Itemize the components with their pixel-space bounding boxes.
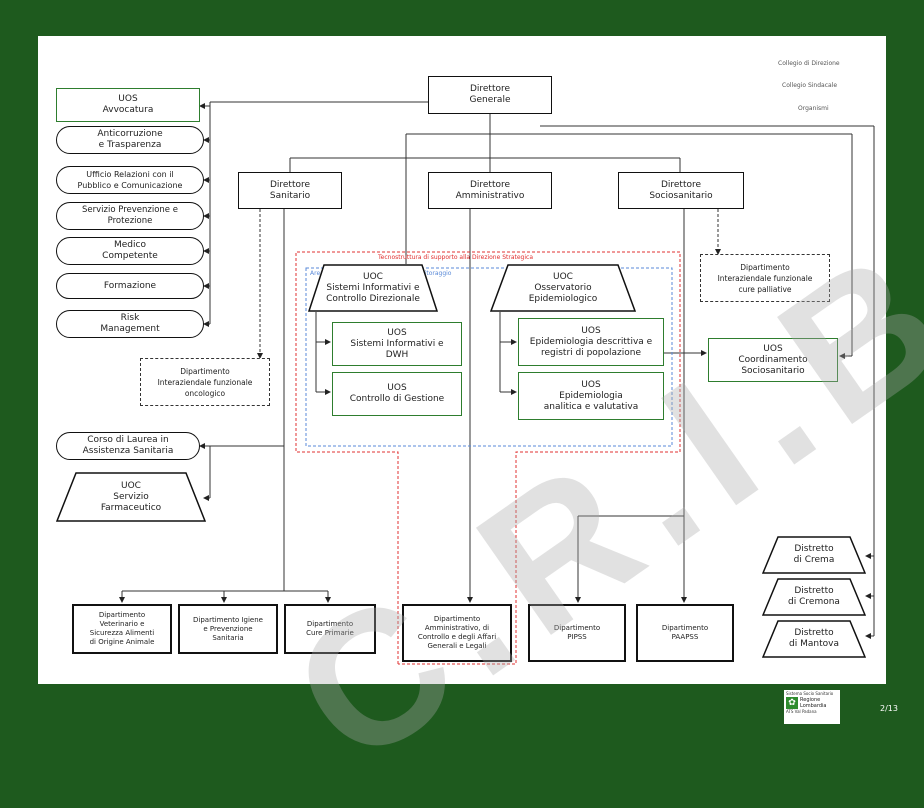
staff-medico-box: Medico Competente xyxy=(56,237,204,265)
uoc-sistemi-box: UOC Sistemi Informativi e Controllo Dire… xyxy=(308,264,438,312)
distretto-mantova-box: Distretto di Mantova xyxy=(762,620,866,658)
uos-controllo-gestione-box: UOS Controllo di Gestione xyxy=(332,372,462,416)
distretto-cremona-label: Distretto di Cremona xyxy=(788,586,840,607)
uoc-sistemi-label: UOC Sistemi Informativi e Controllo Dire… xyxy=(326,271,420,304)
dipartimento-paapss-box: Dipartimento PAAPSS xyxy=(636,604,734,662)
direttore-generale-box: Direttore Generale xyxy=(428,76,552,114)
connector-lines xyxy=(119,101,875,665)
dip-oncologico-box: Dipartimento Interaziendale funzionale o… xyxy=(140,358,270,406)
direttore-amministrativo-box: Direttore Amministrativo xyxy=(428,172,552,209)
tecnostruttura-label: Tecnostruttura di supporto alla Direzion… xyxy=(378,254,534,261)
logo-main-text: Regione Lombardia xyxy=(800,697,827,709)
direttore-sanitario-box: Direttore Sanitario xyxy=(238,172,342,209)
corso-laurea-box: Corso di Laurea in Assistenza Sanitaria xyxy=(56,432,200,460)
collegio-direzione-label: Collegio di Direzione xyxy=(778,60,840,67)
organismi-label: Organismi xyxy=(798,105,829,112)
uoc-osservatorio-box: UOC Osservatorio Epidemiologico xyxy=(490,264,636,312)
distretto-crema-label: Distretto di Crema xyxy=(793,544,835,565)
uos-epi-analitica-box: UOS Epidemiologia analitica e valutativa xyxy=(518,372,664,420)
staff-urp-box: Ufficio Relazioni con il Pubblico e Comu… xyxy=(56,166,204,194)
uoc-osservatorio-label: UOC Osservatorio Epidemiologico xyxy=(528,271,598,304)
distretto-cremona-box: Distretto di Cremona xyxy=(762,578,866,616)
org-chart-slide: Collegio di Direzione Collegio Sindacale… xyxy=(38,36,886,684)
dipartimento-igiene-box: Dipartimento Igiene e Prevenzione Sanita… xyxy=(178,604,278,654)
distretto-crema-box: Distretto di Crema xyxy=(762,536,866,574)
staff-risk-box: Risk Management xyxy=(56,310,204,338)
rose-icon: ✿ xyxy=(786,697,798,709)
regione-logo: Sistema Socio Sanitario ✿ Regione Lombar… xyxy=(784,690,840,724)
dipartimento-cure-primarie-box: Dipartimento Cure Primarie xyxy=(284,604,376,654)
dip-palliative-box: Dipartimento Interaziendale funzionale c… xyxy=(700,254,830,302)
uos-coordinamento-box: UOS Coordinamento Sociosanitario xyxy=(708,338,838,382)
uos-sistemi-dwh-box: UOS Sistemi Informativi e DWH xyxy=(332,322,462,366)
dipartimento-veterinario-box: Dipartimento Veterinario e Sicurezza Ali… xyxy=(72,604,172,654)
uoc-farmaceutico-box: UOC Servizio Farmaceutico xyxy=(56,472,206,522)
tecnostruttura-outline xyxy=(295,251,681,665)
distretto-mantova-label: Distretto di Mantova xyxy=(789,628,839,649)
collegio-sindacale-label: Collegio Sindacale xyxy=(782,82,838,89)
page-number: 2/13 xyxy=(880,704,898,713)
staff-formazione-box: Formazione xyxy=(56,273,204,299)
logo-sub-text: ATS Val Padana xyxy=(786,709,817,714)
logo-top-text: Sistema Socio Sanitario xyxy=(786,691,834,696)
staff-prevenzione-box: Servizio Prevenzione e Protezione xyxy=(56,202,204,230)
area-integrata-outline xyxy=(305,267,673,447)
staff-anticorruzione-box: Anticorruzione e Trasparenza xyxy=(56,126,204,154)
staff-avvocatura-box: UOS Avvocatura xyxy=(56,88,200,122)
dipartimento-amministrativo-box: Dipartimento Amministrativo, di Controll… xyxy=(402,604,512,662)
uoc-farmaceutico-label: UOC Servizio Farmaceutico xyxy=(100,480,162,513)
dipartimento-pipss-box: Dipartimento PIPSS xyxy=(528,604,626,662)
uos-epi-descrittiva-box: UOS Epidemiologia descrittiva e registri… xyxy=(518,318,664,366)
direttore-sociosanitario-box: Direttore Sociosanitario xyxy=(618,172,744,209)
